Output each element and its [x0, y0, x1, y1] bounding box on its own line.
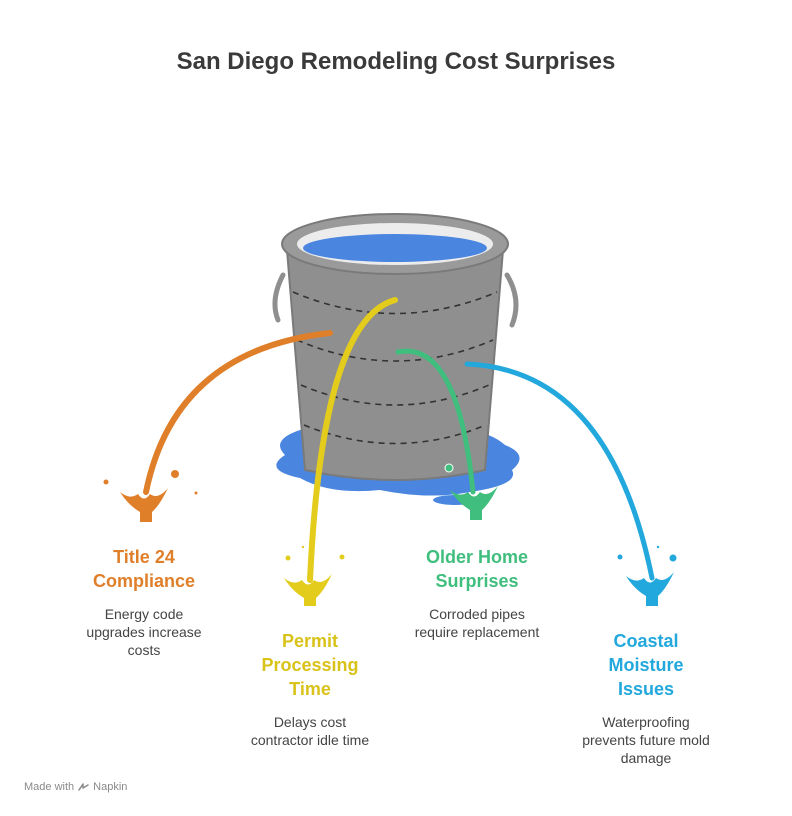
footer-made-with: Made with	[24, 781, 75, 793]
item-desc-line: Corroded pipes	[429, 606, 525, 622]
leak-stream-orange	[143, 330, 333, 495]
splash-green	[450, 486, 498, 520]
droplet-orange	[171, 470, 179, 478]
item-desc-line: Energy code	[104, 606, 184, 622]
item-desc-line: Delays cost	[273, 714, 347, 730]
item-label-older-home: Older Home Surprises	[395, 545, 559, 593]
item-label-line: Coastal	[613, 631, 679, 651]
footer-brand: Napkin	[93, 781, 128, 793]
splash-orange	[120, 488, 168, 522]
leak-stream-blue	[464, 361, 655, 581]
item-label-title-24: Title 24 Compliance	[64, 545, 224, 593]
bucket-hoop	[296, 339, 494, 362]
item-desc-line: contractor idle time	[250, 732, 370, 748]
napkin-logo-icon	[78, 782, 89, 791]
droplet-yellow	[285, 555, 291, 561]
item-desc-line: upgrades increase	[86, 624, 202, 640]
item-desc-line: damage	[620, 750, 672, 766]
item-label-coastal: Coastal Moisture Issues	[566, 629, 726, 701]
item-label-line: Surprises	[435, 571, 519, 591]
item-desc-line: require replacement	[414, 624, 540, 640]
item-label-line: Issues	[617, 679, 675, 699]
item-label-line: Permit	[281, 631, 339, 651]
splash-blue	[626, 572, 674, 606]
page-title: San Diego Remodeling Cost Surprises	[176, 48, 616, 75]
droplet-orange	[103, 479, 109, 485]
item-label-line: Moisture	[608, 655, 684, 675]
bucket-handle	[272, 272, 519, 328]
droplet-blue	[656, 545, 660, 549]
item-label-line: Older Home	[425, 547, 529, 567]
item-desc-line: prevents future mold	[582, 732, 710, 748]
leak-stream-green	[395, 348, 476, 495]
droplet-yellow	[301, 545, 305, 549]
leak-stream-yellow	[307, 297, 398, 583]
item-label-line: Time	[289, 679, 331, 699]
bucket-water	[303, 234, 487, 262]
item-label-line: Title 24	[113, 547, 175, 567]
item-desc-title-24: Energy code upgrades increase costs	[64, 605, 224, 659]
droplet-blue	[669, 554, 677, 562]
item-label-permit: Permit Processing Time	[230, 629, 390, 701]
bucket-hoop	[300, 384, 490, 406]
item-desc-coastal: Waterproofing prevents future mold damag…	[561, 713, 731, 767]
item-desc-older-home: Corroded pipes require replacement	[395, 605, 559, 641]
droplet-green	[444, 463, 454, 473]
item-desc-line: costs	[127, 642, 161, 658]
item-label-line: Compliance	[92, 571, 196, 591]
item-label-line: Processing	[261, 655, 359, 675]
droplet-yellow	[339, 554, 345, 560]
splash-yellow	[284, 574, 332, 606]
item-desc-line: Waterproofing	[602, 714, 690, 730]
bucket-hoop	[292, 291, 498, 315]
droplet-orange	[194, 491, 198, 495]
droplet-blue	[617, 554, 623, 560]
footer-attribution: Made with Napkin	[24, 781, 127, 793]
item-desc-permit: Delays cost contractor idle time	[230, 713, 390, 749]
